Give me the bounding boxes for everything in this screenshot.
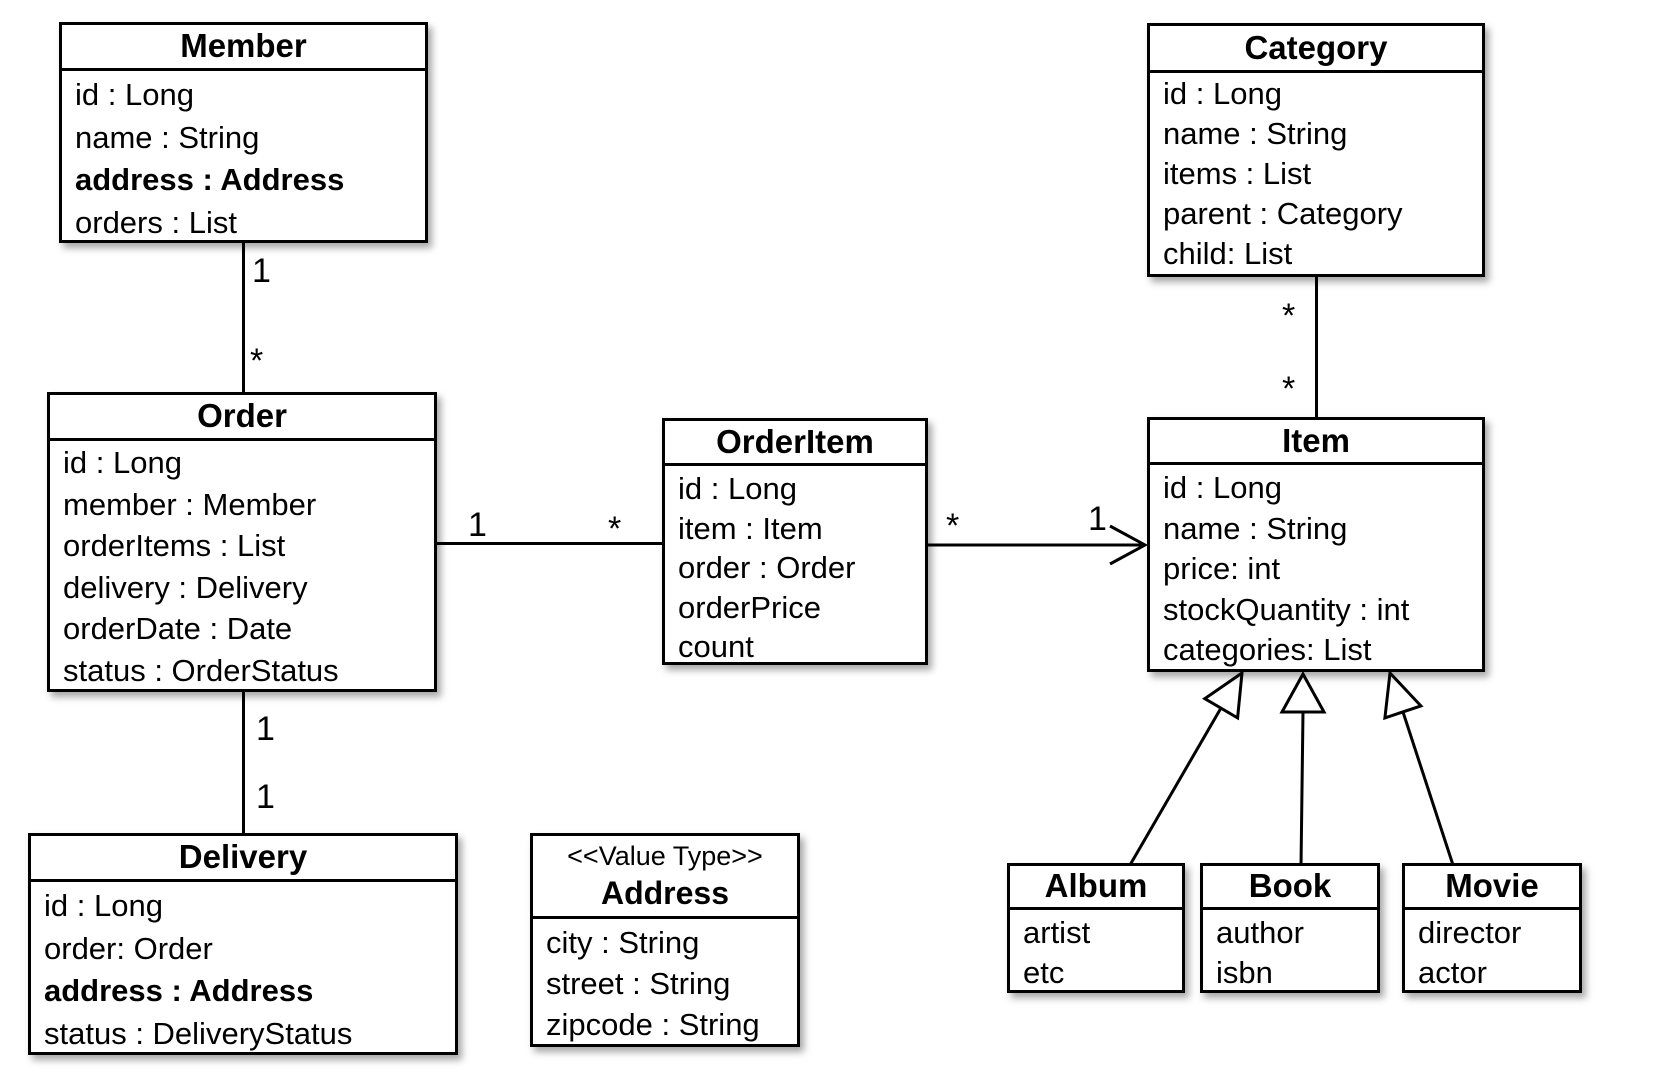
class-delivery-title: Delivery [31, 836, 455, 882]
class-book-attributes: author isbn [1203, 910, 1377, 993]
attribute-row: id : Long [1163, 470, 1282, 505]
class-item-attributes: id : Long name : String price: int stock… [1150, 465, 1482, 671]
attribute-row: name : String [1163, 116, 1348, 151]
multiplicity-label: * [608, 510, 621, 548]
attribute-row: item : Item [678, 510, 823, 546]
attribute-row: director [1418, 915, 1522, 950]
attribute-row: artist [1023, 915, 1091, 950]
attribute-row: id : Long [63, 445, 182, 480]
class-orderitem-attributes: id : Long item : Item order : Order orde… [665, 466, 925, 667]
class-order-attributes: id : Long member : Member orderItems : L… [50, 441, 434, 691]
multiplicity-label: * [1282, 297, 1295, 335]
attribute-row: author [1216, 915, 1304, 950]
class-address-stereotype: <<Value Type>> [567, 841, 763, 871]
attribute-row: zipcode : String [546, 1007, 760, 1042]
class-address-attributes: city : String street : String zipcode : … [533, 919, 797, 1045]
class-order: Order id : Long member : Member orderIte… [47, 392, 437, 692]
generalization-book-item [1299, 711, 1305, 867]
attribute-row: status : OrderStatus [63, 652, 339, 688]
hollow-triangle-icon [1202, 669, 1244, 721]
hollow-triangle-icon [1279, 670, 1327, 714]
class-movie-attributes: director actor [1405, 910, 1579, 993]
class-category-attributes: id : Long name : String items : List par… [1150, 73, 1482, 274]
attribute-row: orderPrice [678, 589, 821, 625]
multiplicity-label: 1 [252, 252, 271, 290]
class-album-attributes: artist etc [1010, 910, 1182, 993]
class-order-title: Order [50, 395, 434, 441]
attribute-row: count [678, 629, 754, 664]
attribute-row: street : String [546, 966, 731, 1001]
attribute-row: order : Order [678, 550, 856, 585]
class-delivery: Delivery id : Long order: Order address … [28, 833, 458, 1055]
class-orderitem-title: OrderItem [665, 421, 925, 466]
attribute-row: id : Long [75, 77, 194, 112]
class-member-title: Member [62, 25, 425, 71]
multiplicity-label: * [1282, 370, 1295, 408]
class-book-title: Book [1203, 866, 1377, 910]
attribute-row: order: Order [44, 930, 213, 966]
attribute-row: price: int [1163, 551, 1281, 586]
attribute-row: city : String [546, 925, 700, 960]
class-category: Category id : Long name : String items :… [1147, 23, 1485, 277]
attribute-row: parent : Category [1163, 196, 1403, 231]
class-album-title: Album [1010, 866, 1182, 910]
attribute-row: address : Address [44, 973, 314, 1008]
class-album: Album artist etc [1007, 863, 1185, 993]
attribute-row: id : Long [44, 888, 163, 923]
attribute-row: id : Long [678, 471, 797, 506]
attribute-row: orderDate : Date [63, 611, 293, 646]
multiplicity-label: 1 [256, 778, 275, 816]
attribute-row: orderItems : List [63, 528, 286, 563]
attribute-row: etc [1023, 955, 1065, 990]
generalization-movie-item [1401, 711, 1455, 866]
multiplicity-label: 1 [468, 506, 487, 544]
class-member: Member id : Long name : String address :… [59, 22, 428, 243]
attribute-row: id : Long [1163, 76, 1282, 111]
attribute-row: member : Member [63, 486, 317, 522]
attribute-row: name : String [75, 119, 260, 155]
class-category-title: Category [1150, 26, 1482, 73]
attribute-row: isbn [1216, 955, 1273, 990]
class-item-title: Item [1150, 420, 1482, 465]
multiplicity-label: 1 [256, 710, 275, 748]
class-movie: Movie director actor [1402, 863, 1582, 993]
attribute-row: orders : List [75, 204, 237, 240]
attribute-row: items : List [1163, 156, 1312, 191]
class-member-attributes: id : Long name : String address : Addres… [62, 71, 425, 244]
class-address-title: Address [600, 875, 730, 911]
class-book: Book author isbn [1200, 863, 1380, 993]
class-orderitem: OrderItem id : Long item : Item order : … [662, 418, 928, 665]
open-arrowhead-icon [1109, 524, 1149, 566]
attribute-row: delivery : Delivery [63, 569, 308, 605]
class-address: <<Value Type>> Address city : String str… [530, 833, 800, 1047]
attribute-row: stockQuantity : int [1163, 591, 1410, 627]
multiplicity-label: 1 [1088, 500, 1107, 538]
multiplicity-label: * [946, 507, 959, 545]
attribute-row: categories: List [1163, 632, 1372, 667]
attribute-row: child: List [1163, 236, 1293, 271]
multiplicity-label: * [250, 342, 263, 380]
hollow-triangle-icon [1383, 669, 1424, 721]
attribute-row: status : DeliveryStatus [44, 1015, 353, 1051]
class-movie-title: Movie [1405, 866, 1579, 910]
class-address-header: <<Value Type>> Address [533, 836, 797, 919]
class-delivery-attributes: id : Long order: Order address : Address… [31, 882, 455, 1055]
attribute-row: name : String [1163, 510, 1348, 546]
generalization-album-item [1128, 707, 1223, 866]
attribute-row: actor [1418, 955, 1487, 990]
attribute-row: address : Address [75, 162, 345, 197]
class-item: Item id : Long name : String price: int … [1147, 417, 1485, 672]
